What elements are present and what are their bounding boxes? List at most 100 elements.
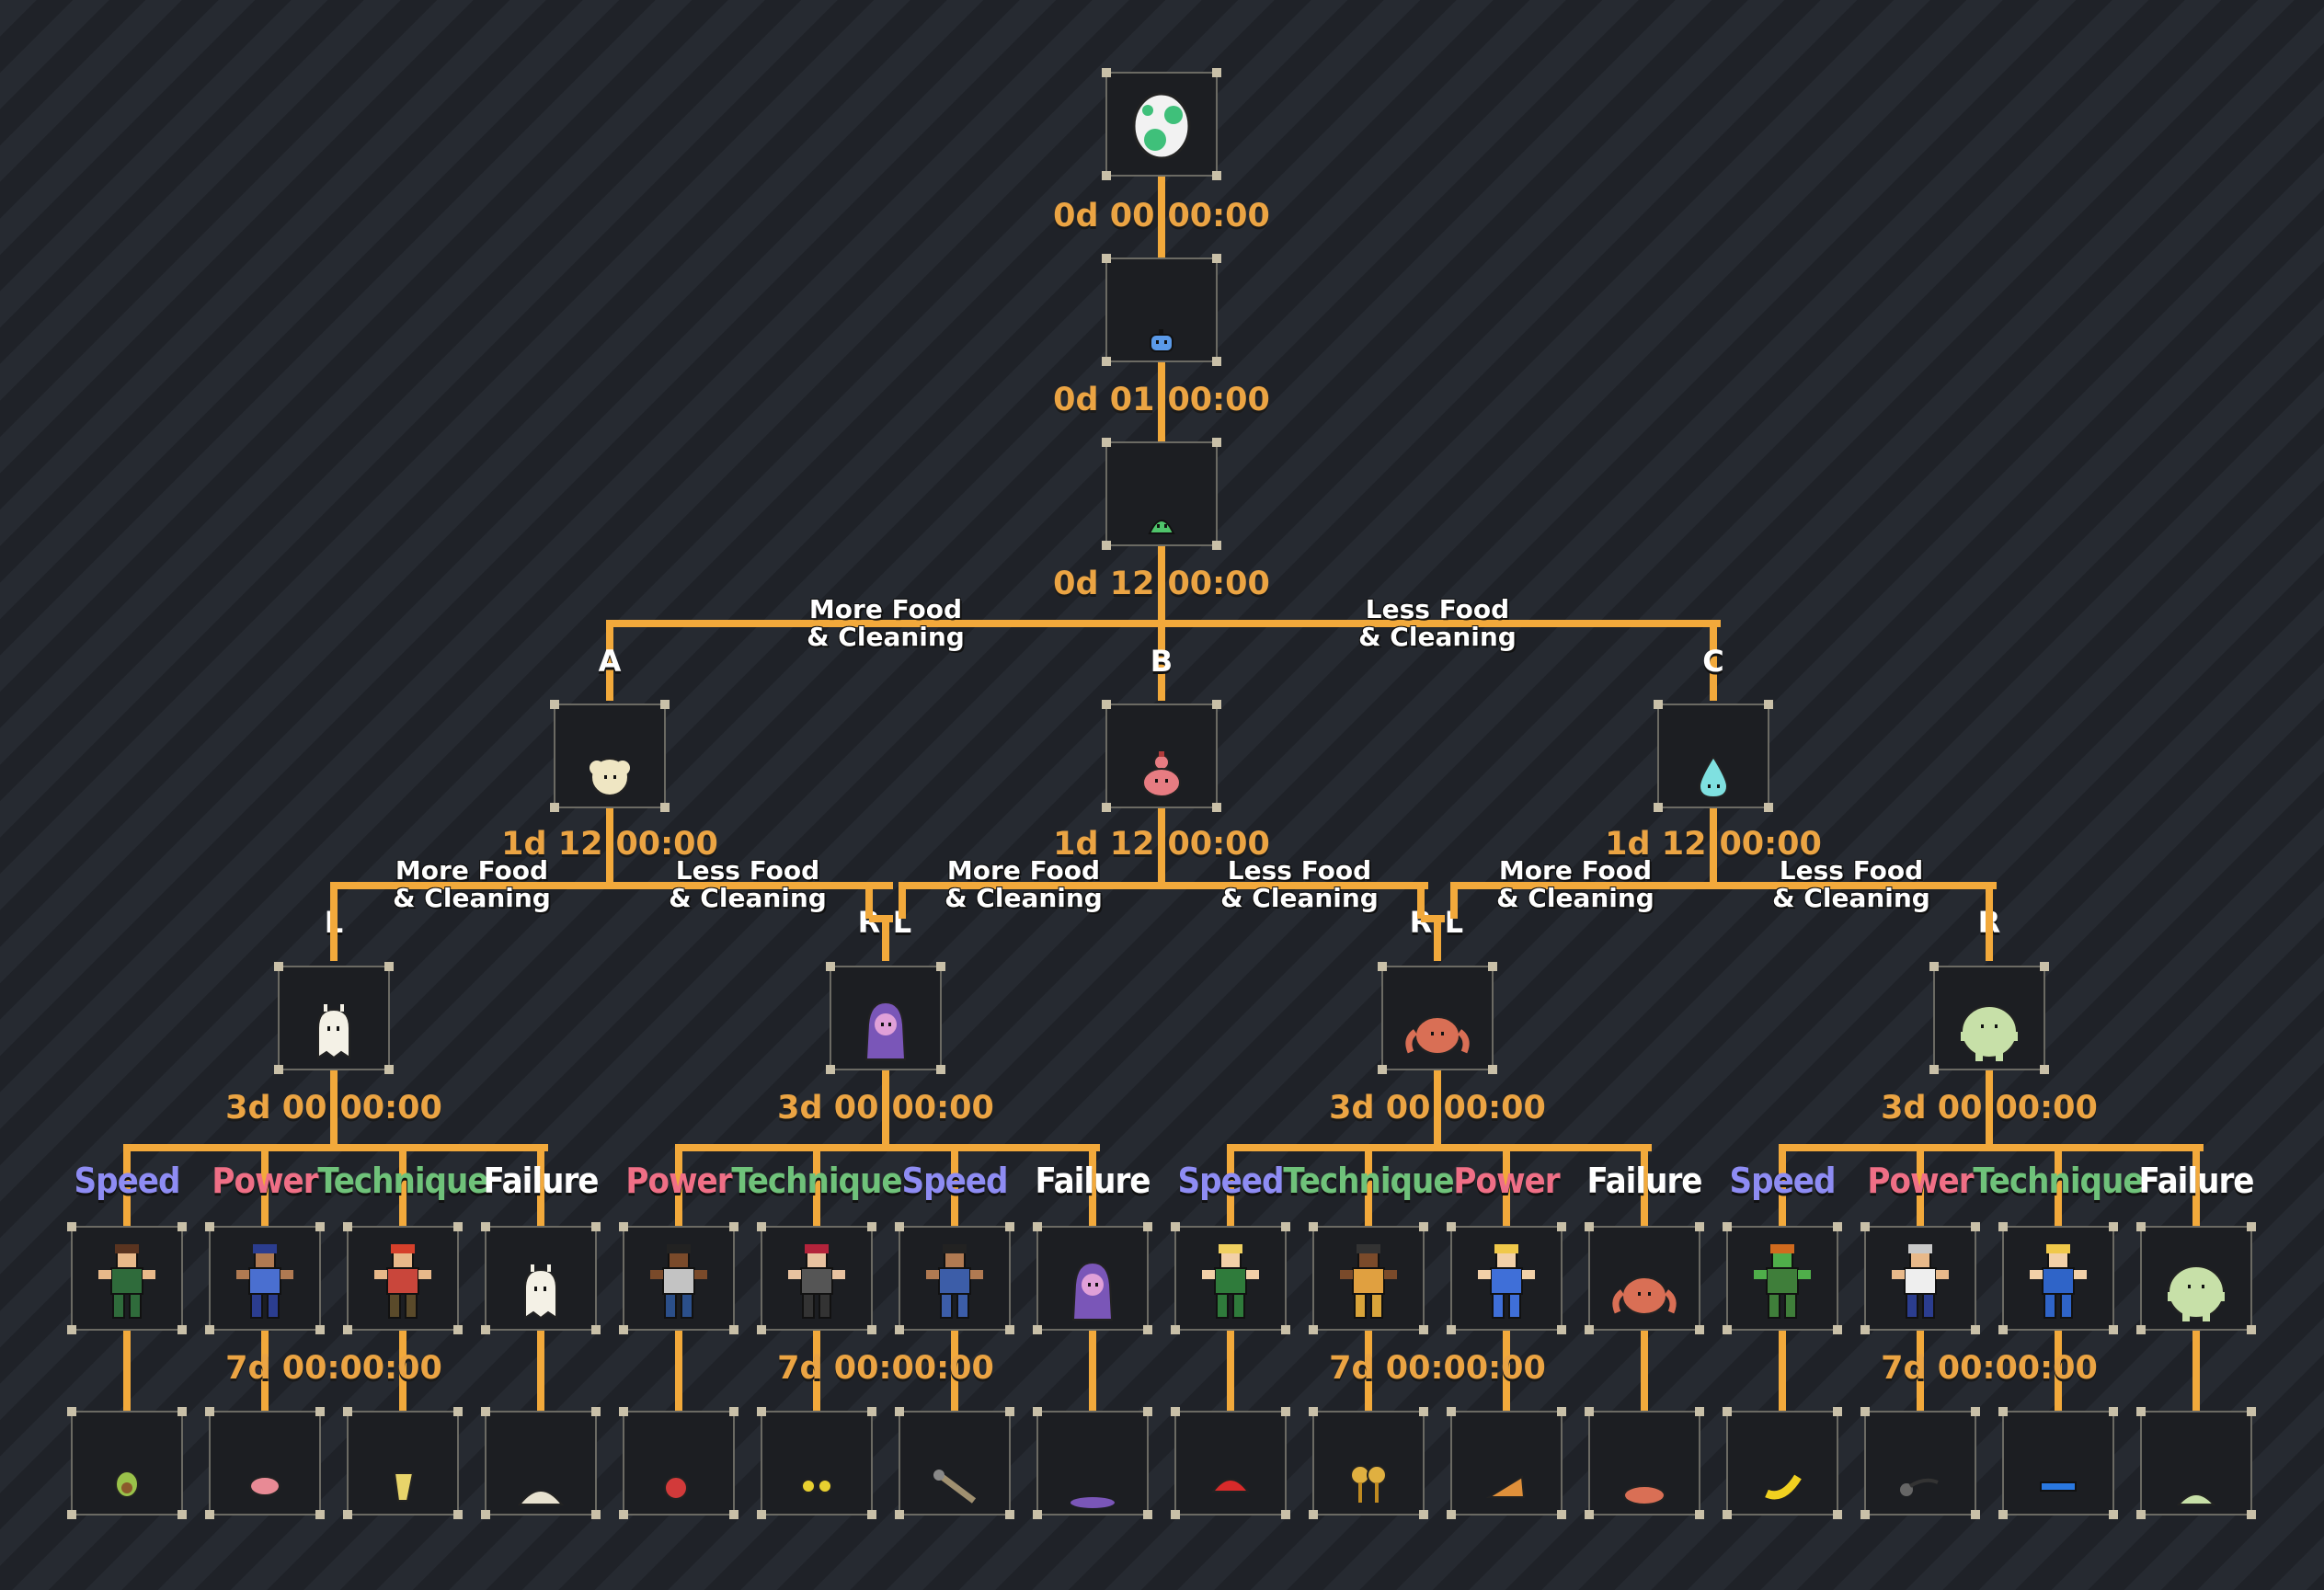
adult-node-sprite: [788, 1244, 845, 1319]
adult-node[interactable]: [1723, 1222, 1842, 1334]
evolution-time-label: 7d 00:00:00: [1881, 1350, 2098, 1387]
item-node[interactable]: [1033, 1407, 1152, 1519]
item-node[interactable]: [1171, 1407, 1290, 1519]
drop-line: [606, 620, 613, 701]
item-node-sprite: [2040, 1481, 2077, 1492]
branch-letter: C: [1702, 644, 1724, 679]
adult-node[interactable]: [619, 1222, 738, 1334]
adult-node-sprite: [524, 1264, 557, 1320]
item-node[interactable]: [343, 1407, 463, 1519]
childA-node-sprite: [590, 758, 630, 796]
stem-line: [882, 1070, 889, 1144]
adult-node[interactable]: [1171, 1222, 1290, 1334]
condition-label: More Food & Cleaning: [393, 855, 551, 913]
baby2-node[interactable]: [1102, 438, 1221, 550]
drop-line: [123, 1144, 131, 1227]
baby1-node-sprite: [1150, 329, 1173, 352]
adult-node[interactable]: [1998, 1222, 2118, 1334]
adult-node[interactable]: [1033, 1222, 1152, 1334]
technique-stat-label: Technique: [1283, 1161, 1454, 1201]
adult-node[interactable]: [205, 1222, 325, 1334]
adult-node[interactable]: [1585, 1222, 1704, 1334]
item-node-sprite: [1900, 1478, 1939, 1496]
crab-node-sprite: [1405, 1016, 1470, 1055]
adult-node[interactable]: [67, 1222, 187, 1334]
drop-line: [675, 1144, 682, 1227]
adult-node[interactable]: [481, 1222, 601, 1334]
item-node[interactable]: [1447, 1407, 1566, 1519]
ball-node[interactable]: [1929, 962, 2049, 1074]
adult-node-sprite: [1892, 1244, 1949, 1319]
hooded-node[interactable]: [826, 962, 945, 1074]
item-node[interactable]: [481, 1407, 601, 1519]
adult-node[interactable]: [1447, 1222, 1566, 1334]
adult-node-sprite: [1612, 1276, 1677, 1315]
adult-node[interactable]: [1860, 1222, 1980, 1334]
stem-line: [1227, 1331, 1234, 1413]
childA-node[interactable]: [550, 700, 670, 812]
adult-node-sprite: [98, 1244, 155, 1319]
adult-node[interactable]: [1309, 1222, 1428, 1334]
crab-node[interactable]: [1378, 962, 1497, 1074]
item-node-sprite: [664, 1476, 688, 1500]
item-node[interactable]: [1585, 1407, 1704, 1519]
ghost-node-sprite: [317, 1004, 350, 1059]
item-node-sprite: [933, 1470, 977, 1504]
drop-line: [1089, 1144, 1096, 1227]
branch-line: [1421, 915, 1445, 922]
item-node[interactable]: [2136, 1407, 2256, 1519]
item-node[interactable]: [895, 1407, 1014, 1519]
stem-line: [606, 808, 613, 882]
drop-line: [1917, 1144, 1924, 1227]
condition-label: Less Food & Cleaning: [1358, 594, 1517, 652]
adult-node-sprite: [1202, 1244, 1259, 1319]
item-node[interactable]: [205, 1407, 325, 1519]
item-node-sprite: [1070, 1497, 1115, 1508]
stem-line: [1365, 1331, 1372, 1413]
item-node[interactable]: [1723, 1407, 1842, 1519]
adult-node[interactable]: [2136, 1222, 2256, 1334]
drop-line: [399, 1144, 406, 1227]
stem-line: [1503, 1331, 1510, 1413]
evolution-time-label: 7d 00:00:00: [1329, 1350, 1546, 1387]
baby1-node[interactable]: [1102, 254, 1221, 366]
childC-node[interactable]: [1654, 700, 1773, 812]
drop-line: [1779, 1144, 1786, 1227]
egg-node[interactable]: [1102, 68, 1221, 180]
adult-node[interactable]: [895, 1222, 1014, 1334]
speed-stat-label: Speed: [901, 1161, 1009, 1201]
childC-node-sprite: [1698, 755, 1729, 799]
item-node[interactable]: [1309, 1407, 1428, 1519]
ghost-node[interactable]: [274, 962, 394, 1074]
adult-node[interactable]: [343, 1222, 463, 1334]
condition-label: More Food & Cleaning: [807, 594, 965, 652]
drop-line: [330, 915, 338, 961]
drop-line: [813, 1144, 820, 1227]
stem-line: [1710, 808, 1717, 882]
item-node[interactable]: [619, 1407, 738, 1519]
adult-node-sprite: [650, 1244, 707, 1319]
item-node[interactable]: [1860, 1407, 1980, 1519]
item-node-sprite: [1485, 1475, 1526, 1498]
condition-label: Less Food & Cleaning: [1220, 855, 1379, 913]
condition-label: More Food & Cleaning: [944, 855, 1103, 913]
item-node[interactable]: [1998, 1407, 2118, 1519]
drop-line: [1450, 882, 1458, 919]
childB-node[interactable]: [1102, 700, 1221, 812]
speed-stat-label: Speed: [1729, 1161, 1837, 1201]
drop-line: [1365, 1144, 1372, 1227]
adult-node[interactable]: [757, 1222, 876, 1334]
egg-node-sprite: [1132, 92, 1191, 160]
branch-line: [610, 620, 1721, 627]
item-node-sprite: [393, 1472, 415, 1502]
power-stat-label: Power: [625, 1161, 732, 1201]
item-node[interactable]: [757, 1407, 876, 1519]
drop-line: [261, 1144, 269, 1227]
drop-line: [865, 882, 873, 919]
drop-line: [1710, 620, 1717, 701]
item-node[interactable]: [67, 1407, 187, 1519]
drop-line: [1434, 915, 1441, 961]
stem-line: [1779, 1331, 1786, 1413]
failure-stat-label: Failure: [2138, 1161, 2254, 1201]
